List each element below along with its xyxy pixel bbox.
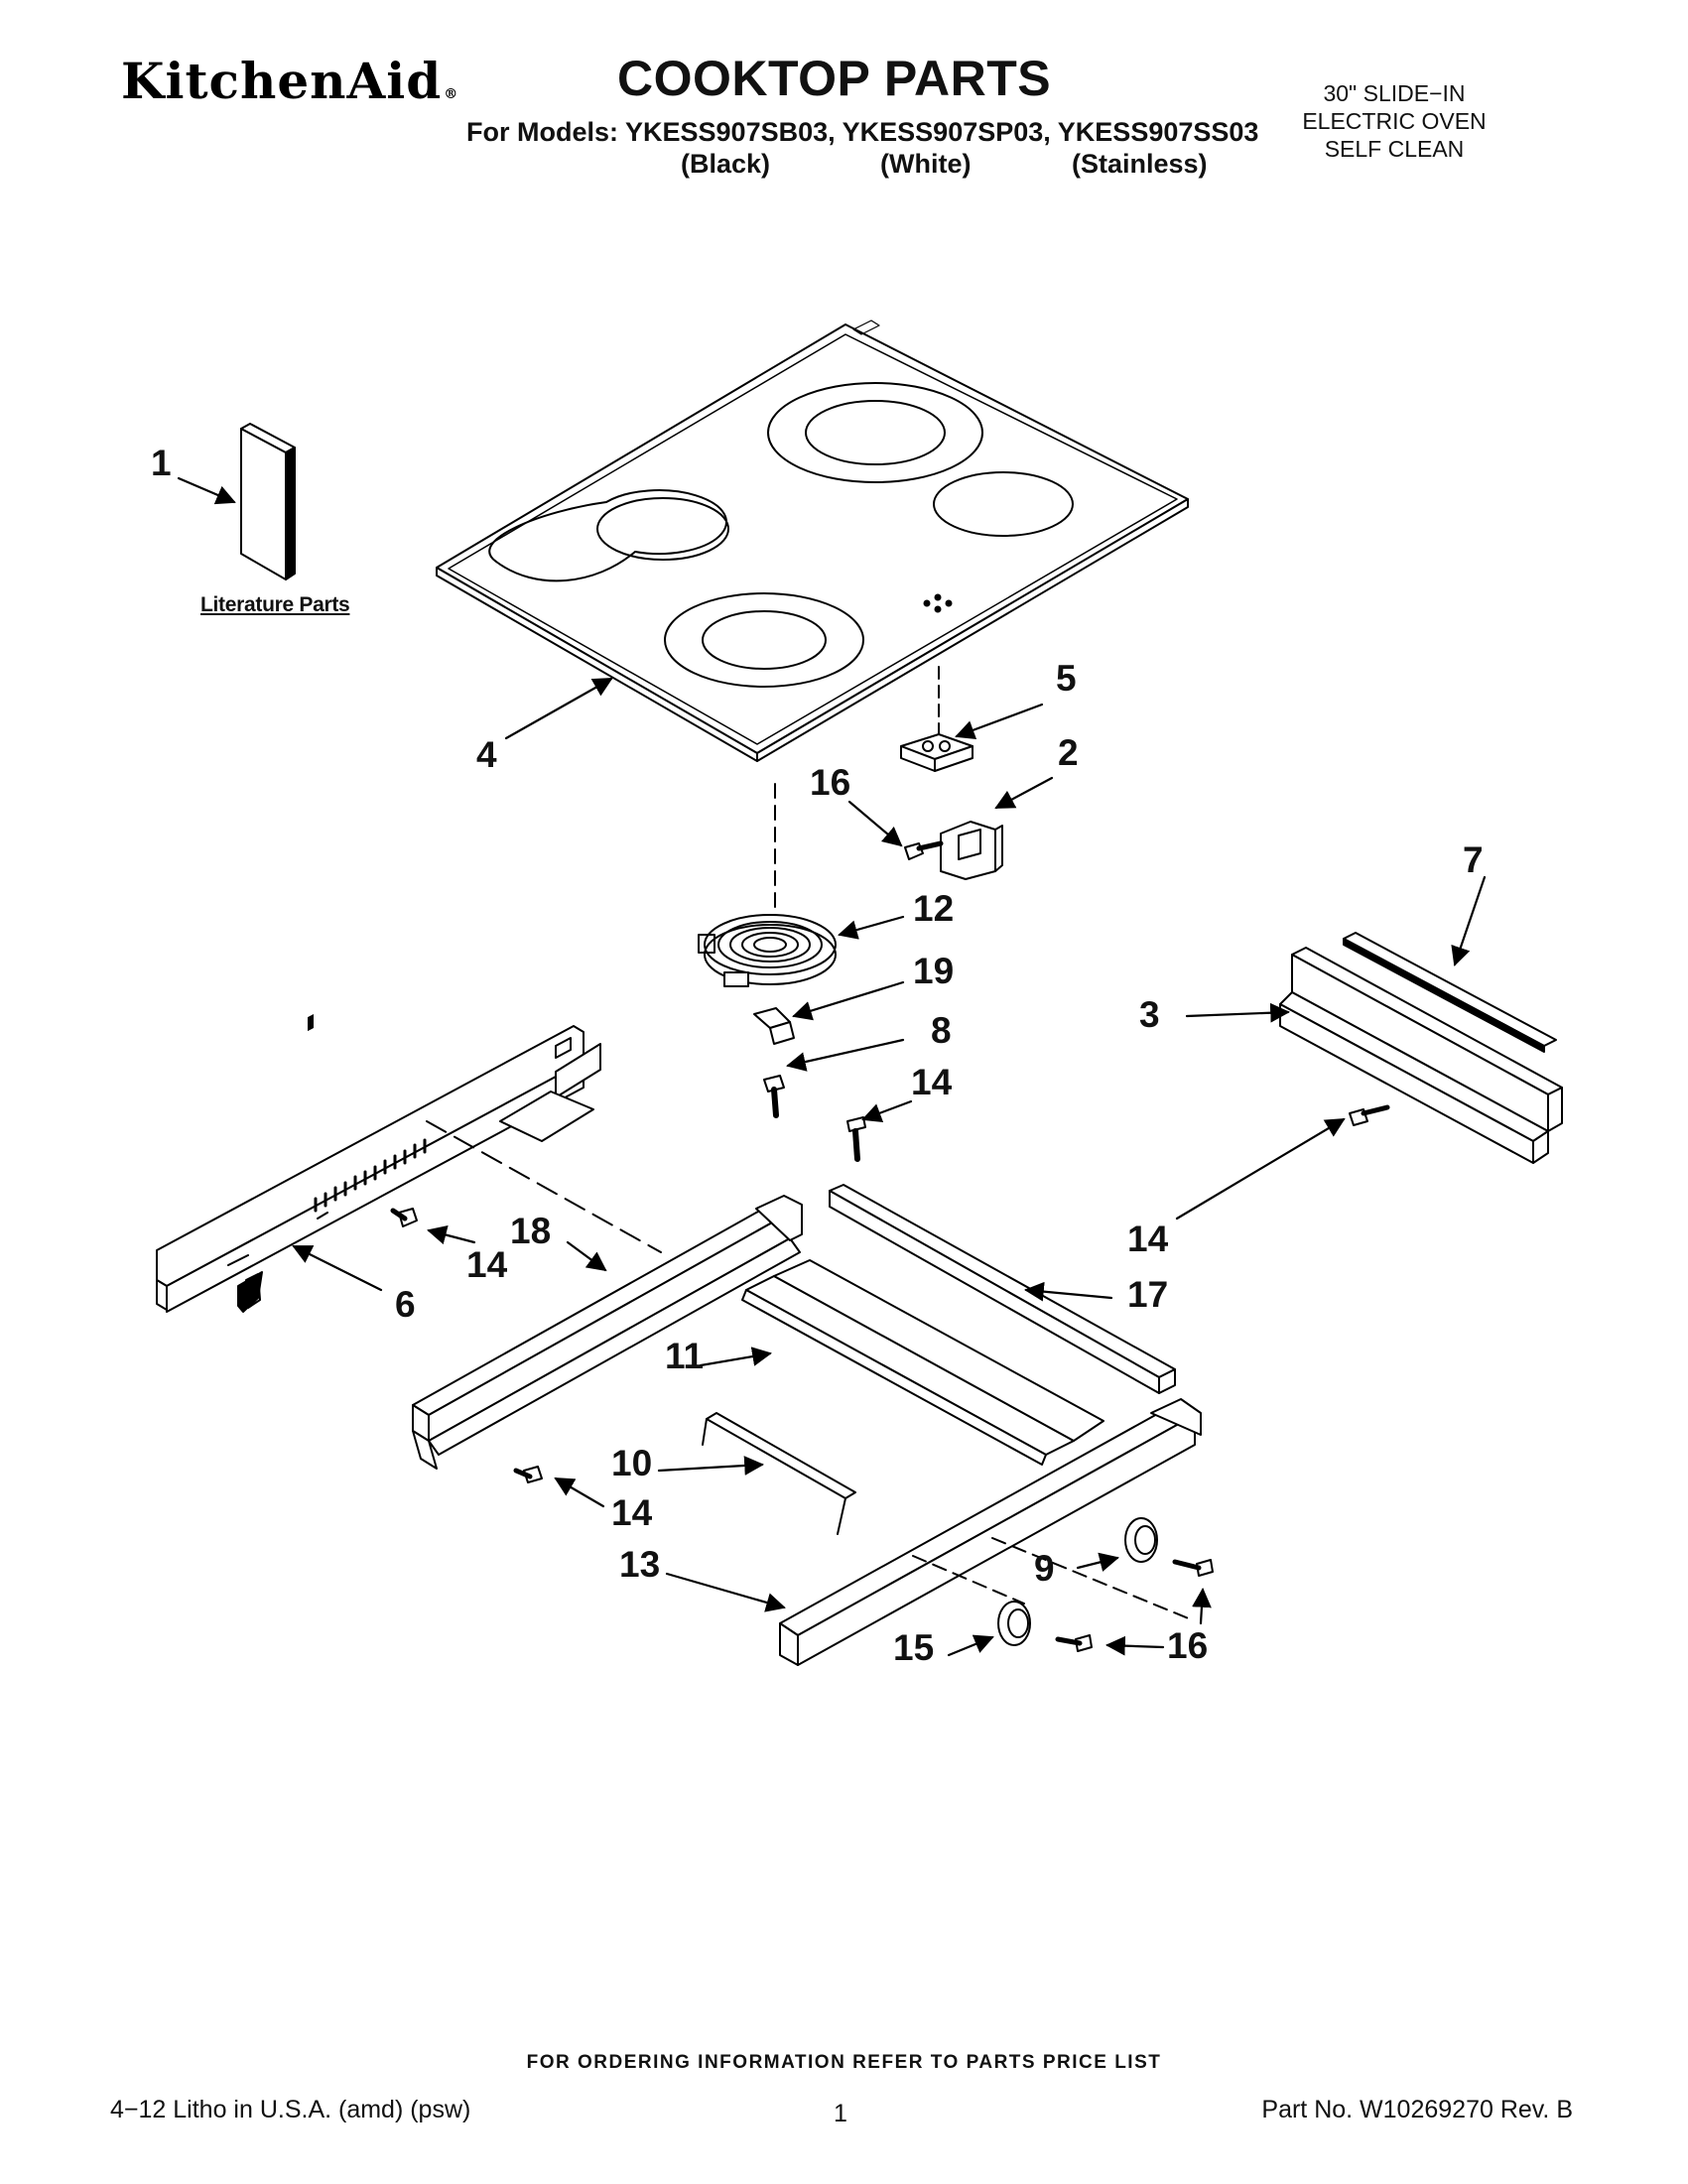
ordering-note: FOR ORDERING INFORMATION REFER TO PARTS … xyxy=(526,2052,1162,2073)
callout-17: 17 xyxy=(1127,1274,1169,1315)
literature-parts-label: Literature Parts xyxy=(200,593,350,616)
heat-shield xyxy=(741,1259,1104,1466)
page-number: 1 xyxy=(834,2100,847,2127)
finish-stainless: (Stainless) xyxy=(1072,149,1208,179)
callout-12: 12 xyxy=(913,888,955,929)
callout-15: 15 xyxy=(893,1627,935,1668)
product-type-line: 30" SLIDE−IN xyxy=(1323,80,1466,106)
leader-arrows xyxy=(177,476,1487,1657)
support-bracket xyxy=(702,1412,856,1535)
burner-ring-rear-right xyxy=(933,471,1074,537)
callout-14-left: 14 xyxy=(466,1244,508,1285)
callout-13: 13 xyxy=(619,1544,661,1585)
brand-name: KitchenAid xyxy=(121,52,443,110)
screw-14-front-left xyxy=(513,1466,543,1483)
callout-1: 1 xyxy=(151,443,172,483)
callout-16-upper: 16 xyxy=(810,762,851,803)
burner-ring-front-outer xyxy=(664,592,864,688)
screw-14-rear xyxy=(1349,1104,1390,1126)
screw-14-center xyxy=(846,1116,866,1162)
product-type: 30" SLIDE−IN ELECTRIC OVEN SELF CLEAN xyxy=(1265,79,1523,163)
element-clip xyxy=(753,1007,795,1045)
callout-4: 4 xyxy=(476,734,497,775)
callout-14-bottom: 14 xyxy=(611,1492,653,1533)
callout-9: 9 xyxy=(1034,1548,1055,1589)
screw-14-left-trim xyxy=(390,1208,418,1227)
screw-16-lower xyxy=(1055,1634,1093,1652)
leveling-leg-9 xyxy=(1124,1517,1158,1563)
callout-10: 10 xyxy=(611,1443,653,1483)
leveling-leg-15 xyxy=(997,1601,1031,1646)
finish-white: (White) xyxy=(880,149,972,179)
product-type-line: ELECTRIC OVEN xyxy=(1302,108,1487,134)
burner-ring-rear-large-inner xyxy=(805,400,946,465)
callout-5: 5 xyxy=(1056,658,1077,699)
registered-mark: ® xyxy=(444,86,459,102)
callout-2: 2 xyxy=(1058,732,1079,773)
screw-8 xyxy=(763,1075,785,1118)
callout-11: 11 xyxy=(665,1336,705,1376)
burner-bridge-left xyxy=(488,489,727,582)
literature-booklet xyxy=(240,423,296,580)
callout-8: 8 xyxy=(931,1010,952,1051)
litho-note: 4−12 Litho in U.S.A. (amd) (psw) xyxy=(110,2096,471,2123)
finish-black: (Black) xyxy=(681,149,771,179)
screw-16-upper xyxy=(904,840,944,860)
screw-16-right xyxy=(1172,1559,1214,1577)
callout-6: 6 xyxy=(395,1284,416,1325)
cooktop-glass xyxy=(436,320,1189,762)
burner-ring-rear-large-outer xyxy=(767,382,983,483)
rear-trim xyxy=(1279,947,1563,1164)
center-support xyxy=(829,1184,1176,1394)
page-title: COOKTOP PARTS xyxy=(617,51,1052,106)
callout-14-rear: 14 xyxy=(1127,1219,1169,1259)
callout-18: 18 xyxy=(510,1211,552,1251)
side-trim-left xyxy=(156,1013,601,1313)
callout-14-center: 14 xyxy=(911,1062,953,1102)
front-rail xyxy=(412,1195,803,1470)
models-line: For Models: YKESS907SB03, YKESS907SP03, … xyxy=(466,117,1259,147)
callout-16-lower: 16 xyxy=(1167,1625,1209,1666)
callout-7: 7 xyxy=(1463,839,1484,880)
hot-surface-switch xyxy=(900,733,974,772)
burner-ring-front-inner xyxy=(702,610,827,670)
surface-element xyxy=(698,914,837,987)
product-type-line: SELF CLEAN xyxy=(1324,136,1465,162)
callout-19: 19 xyxy=(913,951,955,991)
switch-bracket xyxy=(940,821,1003,880)
brand-logo: KitchenAid® xyxy=(121,52,458,110)
vent-slots xyxy=(308,1013,314,1032)
part-number: Part No. W10269270 Rev. B xyxy=(1261,2096,1573,2123)
callout-3: 3 xyxy=(1139,994,1160,1035)
rear-trim-strip xyxy=(1343,932,1557,1053)
